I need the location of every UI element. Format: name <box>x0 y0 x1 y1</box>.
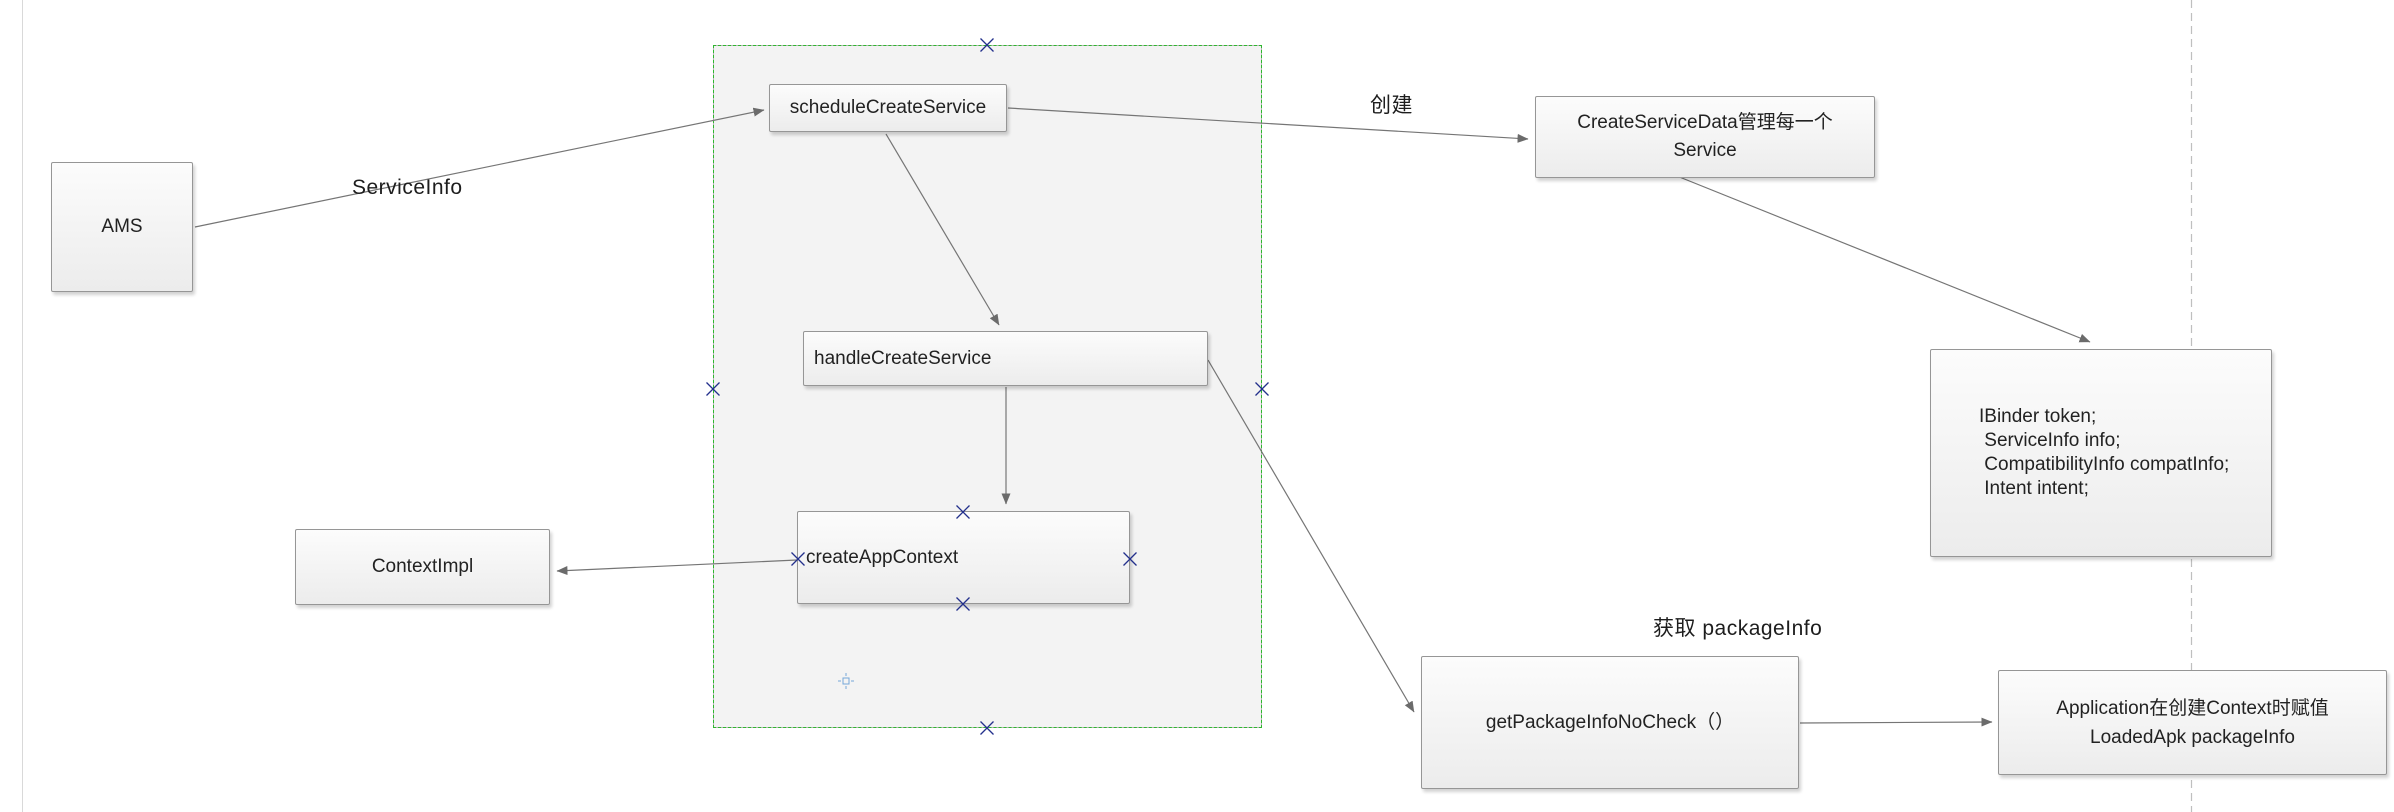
node-ams[interactable]: AMS <box>51 162 193 292</box>
node-createservicedata-line2: Service <box>1673 140 1737 161</box>
selection-handle-left-x-icon[interactable] <box>705 381 722 398</box>
selection-rectangle[interactable] <box>713 45 1262 728</box>
selection-handle-bottom-x-icon[interactable] <box>979 720 996 737</box>
node-servicedatafields-line4: Intent intent; <box>1979 478 2089 499</box>
node-applicationnote-line1: Application在创建Context时赋值 <box>2056 697 2329 719</box>
crosshair-marker-icon[interactable] <box>838 673 855 690</box>
createappcontext-handle-top-x-icon[interactable] <box>955 504 972 521</box>
node-applicationnote-line2: LoadedApk packageInfo <box>2090 726 2295 748</box>
edge-label-get-packageinfo: 获取 packageInfo <box>1653 617 1823 640</box>
node-servicedatafields-line3: CompatibilityInfo compatInfo; <box>1979 454 2230 475</box>
node-servicedatafields-line2: ServiceInfo info; <box>1979 430 2121 451</box>
edge-ams-to-schedulecreateservice[interactable] <box>194 107 765 228</box>
node-createservicedata[interactable]: CreateServiceData管理每一个 Service <box>1535 96 1875 178</box>
node-createappcontext[interactable]: createAppContext <box>797 511 1130 604</box>
node-contextimpl[interactable]: ContextImpl <box>295 529 550 605</box>
node-schedulecreateservice-label: scheduleCreateService <box>789 97 987 118</box>
node-createservicedata-line1: CreateServiceData管理每一个 <box>1577 112 1833 133</box>
createappcontext-handle-right-x-icon[interactable] <box>1122 551 1139 568</box>
node-ams-label: AMS <box>101 216 143 237</box>
edge-getpackageinfonocheck-to-applicationnote[interactable] <box>1799 717 1993 727</box>
edge-createappcontext-to-contextimpl[interactable] <box>556 559 798 576</box>
node-getpackageinfonocheck-label: getPackageInfoNoCheck（） <box>1485 711 1735 733</box>
node-schedulecreateservice[interactable]: scheduleCreateService <box>769 84 1007 132</box>
edge-label-serviceinfo: ServiceInfo <box>352 176 463 199</box>
node-getpackageinfonocheck[interactable]: getPackageInfoNoCheck（） <box>1421 656 1799 789</box>
selection-handle-right-x-icon[interactable] <box>1254 381 1271 398</box>
createappcontext-handle-bottom-x-icon[interactable] <box>955 596 972 613</box>
node-contextimpl-label: ContextImpl <box>371 556 474 577</box>
selection-handle-top-x-icon[interactable] <box>979 37 996 54</box>
node-servicedatafields-line1: IBinder token; <box>1979 406 2097 427</box>
edge-schedulecreateservice-to-createservicedata[interactable] <box>1007 107 1529 143</box>
createappcontext-handle-left-x-icon[interactable] <box>790 551 807 568</box>
edge-handlecreateservice-to-getpackageinfonocheck[interactable] <box>1207 359 1415 713</box>
node-createappcontext-label: createAppContext <box>806 546 959 568</box>
node-servicedatafields[interactable]: IBinder token; ServiceInfo info; Compati… <box>1930 349 2272 557</box>
edge-createservicedata-to-servicedatafields[interactable] <box>1666 171 2091 343</box>
edge-label-create: 创建 <box>1370 94 1413 117</box>
node-handlecreateservice[interactable]: handleCreateService <box>803 331 1208 386</box>
edge-schedulecreateservice-to-handlecreateservice[interactable] <box>885 133 1000 326</box>
node-applicationnote[interactable]: Application在创建Context时赋值 LoadedApk packa… <box>1998 670 2387 775</box>
node-handlecreateservice-label: handleCreateService <box>814 347 992 369</box>
